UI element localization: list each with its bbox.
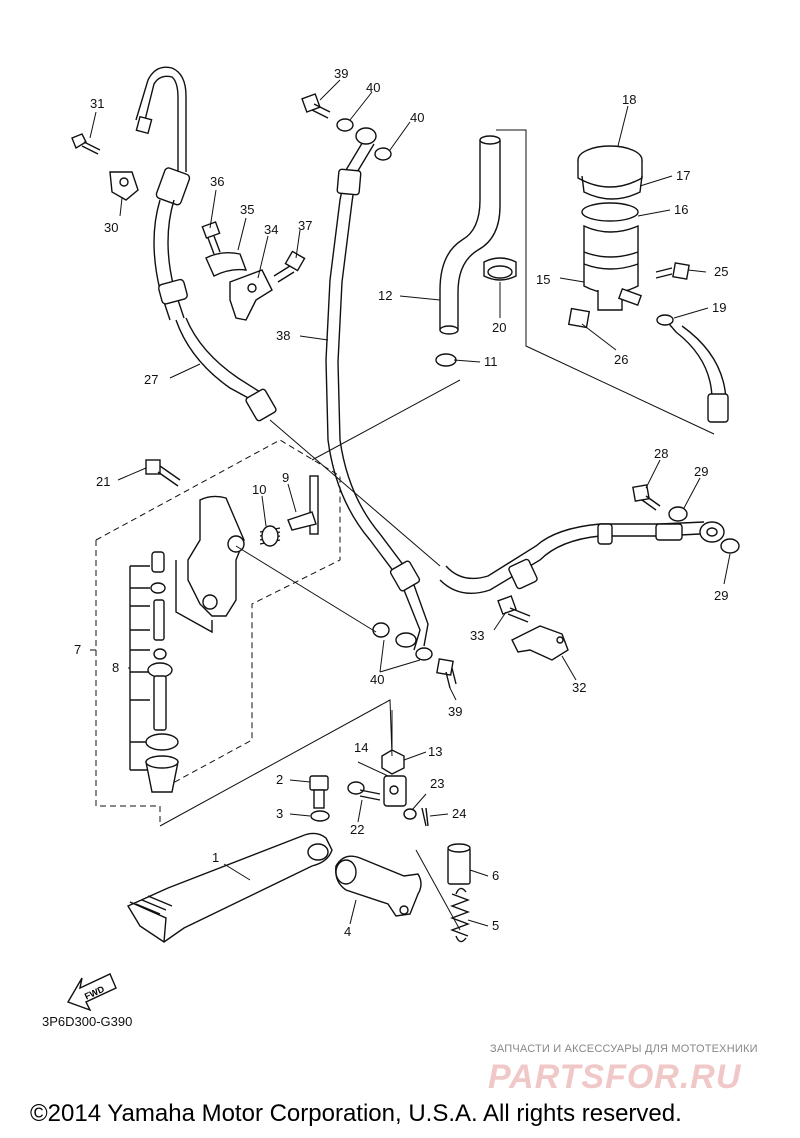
brake-hose-27 (135, 66, 277, 422)
callout-35: 35 (240, 202, 254, 217)
bolt-39-top (301, 93, 331, 119)
callout-29: 29 (714, 588, 728, 603)
nut-13 (381, 749, 405, 775)
bolt-37 (273, 250, 306, 283)
reservoir-hose-19 (656, 314, 729, 423)
washers-40-top (336, 118, 392, 161)
callout-36: 36 (210, 174, 224, 189)
callout-32: 32 (572, 680, 586, 695)
diagram-code: 3P6D300-G390 (42, 1014, 133, 1029)
spring-10 (259, 525, 281, 547)
callout-labels: 39 40 40 31 30 36 35 34 37 38 27 18 17 1… (74, 66, 728, 939)
bolt-39-lower (436, 658, 457, 689)
callout-16: 16 (674, 202, 688, 217)
callout-13: 13 (428, 744, 442, 759)
cotter-pin-24 (421, 807, 429, 827)
reservoir-15 (577, 145, 643, 311)
callout-33: 33 (470, 628, 484, 643)
callout-8: 8 (112, 660, 119, 675)
callout-6: 6 (492, 868, 499, 883)
callout-39: 39 (334, 66, 348, 81)
copyright-notice: ©2014 Yamaha Motor Corporation, U.S.A. A… (30, 1100, 682, 1127)
nut-26 (567, 307, 591, 329)
callout-24: 24 (452, 806, 466, 821)
callout-22: 22 (350, 822, 364, 837)
callout-7: 7 (74, 642, 81, 657)
callout-40: 40 (366, 80, 380, 95)
callout-9: 9 (282, 470, 289, 485)
holder-34 (229, 269, 273, 321)
callout-2: 2 (276, 772, 283, 787)
spring-5 (450, 887, 470, 943)
callout-34: 34 (264, 222, 278, 237)
pin-9 (287, 475, 319, 535)
callout-14: 14 (354, 740, 368, 755)
piston-kit-8 (129, 551, 179, 793)
callout-21: 21 (96, 474, 110, 489)
callout-23: 23 (430, 776, 444, 791)
collar-6 (447, 843, 471, 885)
brake-pedal-1 (126, 832, 333, 943)
reservoir-hose-12 (439, 135, 501, 335)
callout-10: 10 (252, 482, 266, 497)
bolt-36 (201, 221, 221, 255)
brake-hose-lower (439, 521, 725, 594)
washers-29 (668, 506, 740, 554)
clamp-35 (205, 251, 248, 277)
watermark-logo: PARTSFOR.RU (488, 1058, 742, 1096)
callout-28: 28 (654, 446, 668, 461)
fwd-arrow-icon: FWD (66, 973, 117, 1012)
callout-5: 5 (492, 918, 499, 933)
callout-1: 1 (212, 850, 219, 865)
callout-17: 17 (676, 168, 690, 183)
bolt-28 (632, 484, 661, 511)
bolt-33 (497, 595, 531, 623)
callout-29: 29 (694, 464, 708, 479)
leader-lines (89, 79, 731, 931)
clamp-20 (483, 257, 517, 281)
washers-40-lower (372, 622, 433, 661)
callout-26: 26 (614, 352, 628, 367)
callout-30: 30 (104, 220, 118, 235)
callout-18: 18 (622, 92, 636, 107)
callout-40: 40 (410, 110, 424, 125)
pin-22 (347, 781, 381, 801)
callout-31: 31 (90, 96, 104, 111)
bolt-31 (71, 133, 101, 155)
callout-19: 19 (712, 300, 726, 315)
callout-37: 37 (298, 218, 312, 233)
shaft-4 (335, 855, 422, 917)
clevis-14 (383, 775, 407, 807)
washer-23 (403, 808, 417, 820)
bolt-2 (309, 775, 329, 809)
callout-40: 40 (370, 672, 384, 687)
clip-11 (435, 353, 457, 367)
callout-4: 4 (344, 924, 351, 939)
bracket-32 (511, 625, 569, 661)
bolt-25 (655, 262, 690, 280)
bracket-30 (109, 171, 139, 201)
callout-12: 12 (378, 288, 392, 303)
master-cylinder-7 (95, 439, 341, 826)
callout-20: 20 (492, 320, 506, 335)
callout-15: 15 (536, 272, 550, 287)
bolt-21 (145, 459, 181, 487)
washer-3 (310, 810, 330, 822)
callout-3: 3 (276, 806, 283, 821)
callout-27: 27 (144, 372, 158, 387)
callout-39: 39 (448, 704, 462, 719)
callout-38: 38 (276, 328, 290, 343)
brake-hose-38 (325, 139, 429, 651)
callout-11: 11 (484, 354, 498, 369)
watermark-tagline: ЗАПЧАСТИ И АКСЕССУАРЫ ДЛЯ МОТОТЕХНИКИ (490, 1043, 758, 1055)
callout-25: 25 (714, 264, 728, 279)
